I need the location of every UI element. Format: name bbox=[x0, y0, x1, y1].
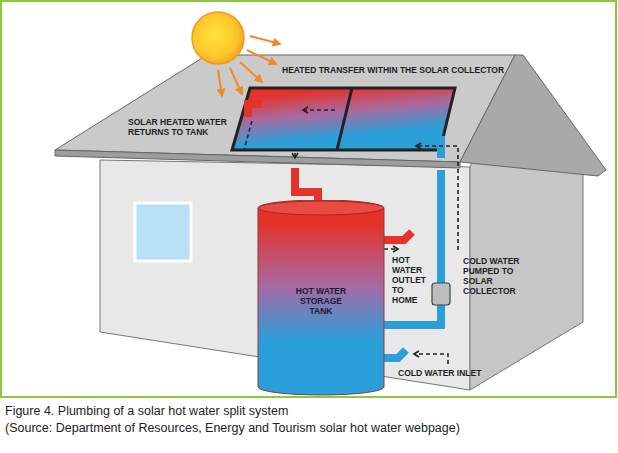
tank-top bbox=[258, 201, 384, 215]
flow-arrow bbox=[414, 354, 448, 364]
source-note: (Source: Department of Resources, Energy… bbox=[5, 421, 460, 435]
cold-pipe bbox=[425, 140, 441, 158]
flow-label: COLD WATER INLET bbox=[398, 368, 481, 378]
storage-tank: HOT WATER STORAGE TANK bbox=[257, 200, 385, 396]
flow-arrow bbox=[303, 109, 335, 111]
figure-frame bbox=[1, 1, 616, 397]
window bbox=[135, 203, 191, 261]
flow-arrow bbox=[416, 146, 458, 250]
roof-eave bbox=[55, 150, 460, 168]
pump bbox=[432, 283, 450, 305]
sun-ray bbox=[247, 50, 276, 64]
flow-label: HOT WATER OUTLET TO HOME bbox=[392, 255, 430, 305]
sun-ray bbox=[218, 70, 222, 96]
hot-outlet-pipe bbox=[383, 232, 412, 240]
hot-pipe bbox=[248, 104, 262, 117]
sun-ray bbox=[250, 36, 280, 44]
sun-ray bbox=[240, 62, 262, 82]
figure-caption: Figure 4. Plumbing of a solar hot water … bbox=[5, 404, 288, 418]
tank-body bbox=[258, 200, 384, 395]
sun bbox=[192, 12, 244, 64]
flow-arrow bbox=[244, 121, 295, 158]
tank-label: HOT WATER STORAGE TANK bbox=[291, 286, 351, 316]
sun-ray bbox=[230, 68, 242, 94]
solar-collector bbox=[232, 88, 455, 150]
collector-divider bbox=[337, 88, 352, 150]
cold-inlet-pipe bbox=[383, 350, 406, 358]
flow-label: HEATED TRANSFER WITHIN THE SOLAR COLLECT… bbox=[282, 65, 504, 75]
flow-label: SOLAR HEATED WATER RETURNS TO TANK bbox=[128, 117, 238, 137]
flow-label: COLD WATER PUMPED TO SOLAR COLLECTOR bbox=[463, 256, 527, 296]
